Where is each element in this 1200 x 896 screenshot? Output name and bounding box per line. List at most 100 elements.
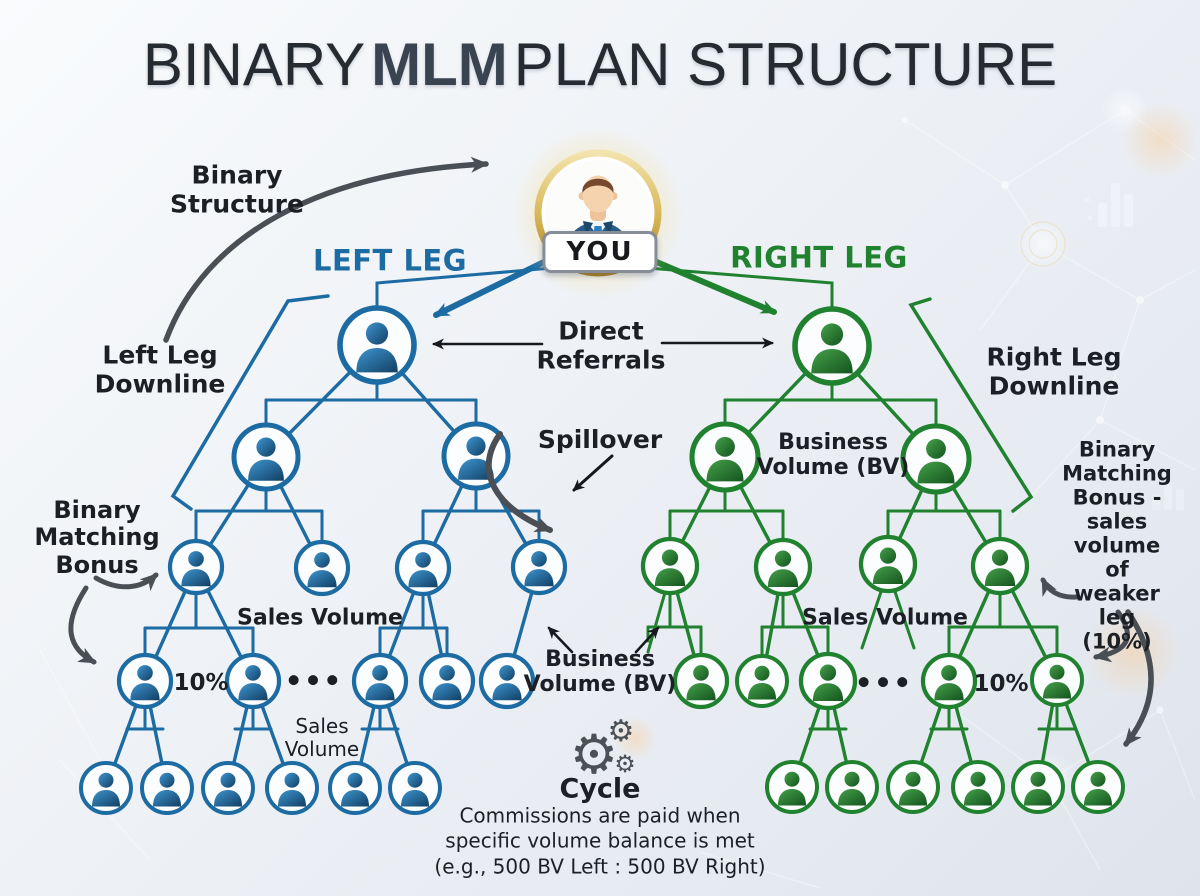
person-icon (1090, 771, 1106, 787)
person-icon (314, 552, 330, 568)
orange-glow (1085, 604, 1181, 700)
right-leg-label: RIGHT LEG (730, 240, 908, 275)
weaker-leg-arrow-3 (1123, 609, 1154, 747)
member-node (858, 534, 918, 594)
member-node (224, 652, 282, 710)
you-left-connector (375, 266, 554, 308)
member-node (1071, 760, 1125, 814)
member-node (167, 538, 225, 596)
ellipsis-left: ●●● (287, 672, 347, 688)
percent-right-label: 10% (973, 670, 1029, 697)
cycle-line-3: (e.g., 500 BV Left : 500 BV Right) (434, 854, 766, 879)
you-right-arrow (649, 257, 777, 315)
person-icon (784, 771, 800, 787)
member-node (970, 536, 1030, 596)
member-node (265, 761, 319, 815)
person-icon (466, 436, 486, 456)
person-icon (188, 551, 204, 567)
bv-center-left-arrow (547, 626, 574, 654)
spillover-label: Spillover (537, 424, 663, 454)
member-node (825, 760, 879, 814)
sales-volume-left-label: Sales Volume (237, 605, 403, 631)
person-icon (991, 549, 1009, 566)
member-node (418, 652, 476, 710)
cycle-line-2: specific volume balance is met (445, 828, 755, 853)
gear-icon: ⚙ (607, 714, 635, 749)
member-node (510, 538, 568, 596)
person-icon (159, 772, 175, 788)
person-icon (905, 771, 921, 787)
member-node (900, 423, 972, 495)
person-icon (926, 438, 946, 459)
member-node (920, 652, 978, 710)
left-leg-label: LEFT LEG (312, 243, 468, 278)
left-leg-tree (79, 305, 568, 815)
bv-center-right-arrow (634, 626, 660, 654)
person-icon (245, 665, 261, 681)
right-leg-tree (640, 306, 1125, 814)
member-node (1030, 653, 1084, 707)
spillover-small-arrow (572, 454, 614, 492)
you-avatar (512, 127, 684, 299)
member-node (388, 761, 442, 815)
person-icon (372, 665, 388, 681)
you-left-arrow (433, 257, 551, 318)
binary-matching-bonus-left-label: Binary Matching Bonus (34, 495, 160, 579)
person-icon (879, 547, 897, 564)
person-icon (820, 323, 844, 346)
left-leg-downline-label: Left Leg Downline (94, 340, 226, 398)
member-node (689, 421, 761, 493)
member-node (328, 761, 382, 815)
matching-bonus-arrow-2 (68, 585, 97, 665)
member-node (201, 761, 255, 815)
person-icon (220, 772, 236, 788)
sales-volume-small-label: Sales Volume (284, 714, 360, 761)
person-icon (439, 665, 455, 681)
matching-bonus-arrow-1 (93, 572, 159, 592)
spillover-curve-arrow (485, 431, 553, 533)
member-node (672, 652, 730, 710)
member-node (337, 305, 417, 385)
person-icon (941, 665, 957, 681)
person-icon (499, 665, 515, 681)
weaker-leg-arrow-1 (1040, 577, 1079, 600)
title-prefix: BINARY (142, 31, 366, 98)
member-node (140, 761, 194, 815)
person-icon (415, 552, 431, 568)
person-icon (715, 436, 735, 457)
binary-structure-label: Binary Structure (170, 160, 304, 218)
member-node (792, 306, 872, 386)
member-node (798, 651, 858, 711)
member-node (1011, 760, 1065, 814)
person-icon (819, 664, 837, 681)
title-highlight: MLM (371, 31, 508, 98)
person-icon (774, 550, 792, 567)
person-icon (970, 771, 986, 787)
right-downline-bracket (908, 297, 1034, 513)
ellipsis-right: ●●● (857, 674, 917, 690)
member-node (951, 760, 1005, 814)
title-suffix: PLAN STRUCTURE (513, 31, 1058, 98)
person-icon (98, 772, 114, 788)
member-node (293, 539, 351, 597)
person-icon (347, 772, 363, 788)
member-node (886, 760, 940, 814)
member-node (231, 422, 301, 492)
person-icon (137, 665, 153, 681)
member-node (735, 654, 789, 708)
sales-volume-right-label: Sales Volume (802, 605, 968, 631)
gear-icon: ⚙ (569, 723, 619, 786)
member-node (765, 760, 819, 814)
person-icon (531, 551, 547, 567)
member-node (478, 652, 536, 710)
member-node (640, 536, 700, 596)
member-node (394, 539, 452, 597)
cycle-line-1: Commissions are paid when (459, 803, 741, 828)
left-downline-bracket (170, 294, 330, 511)
person-icon (407, 772, 423, 788)
weaker-leg-arrow-2 (1093, 609, 1130, 663)
you-badge: YOU (542, 231, 658, 273)
binary-matching-bonus-right-label: Binary Matching Bonus - sales volume of … (1062, 437, 1172, 653)
bar-chart-icon (1084, 183, 1133, 227)
